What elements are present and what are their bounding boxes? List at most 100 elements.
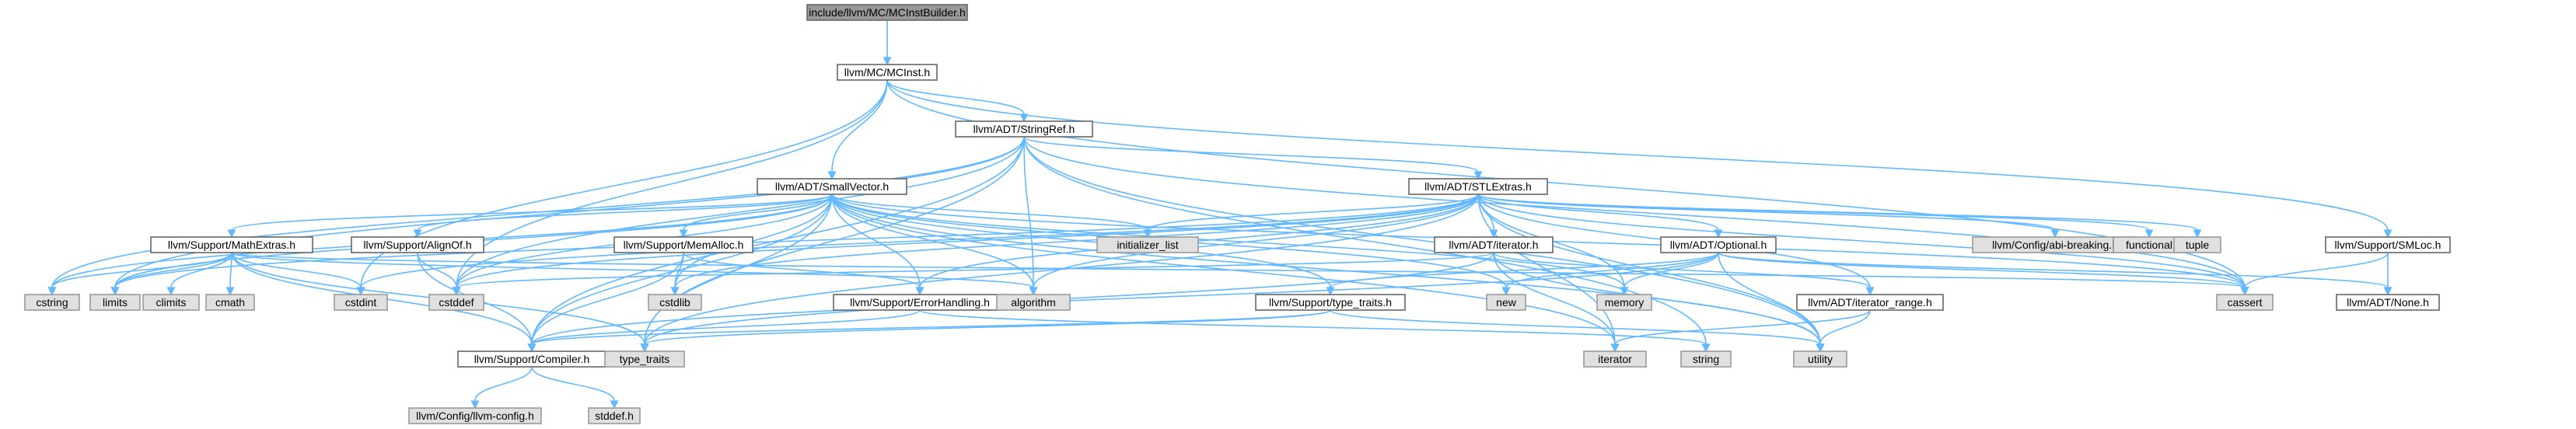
node-box (837, 64, 938, 81)
edge-smallvector-to-initializer_list (831, 194, 1152, 239)
node-memalloc[interactable]: llvm/Support/MemAlloc.h (613, 236, 753, 253)
node-mathextras[interactable]: llvm/Support/MathExtras.h (150, 236, 313, 253)
node-label: limits (103, 296, 128, 309)
node-box (2173, 236, 2221, 253)
node-typetraits_h[interactable]: llvm/Support/type_traits.h (1255, 294, 1406, 311)
edge-stringref-to-algorithm (1023, 136, 1038, 296)
edge-stlextras-to-tuple (1477, 194, 2202, 239)
node-box (1680, 351, 1732, 368)
node-box (1408, 178, 1548, 195)
node-label: llvm/Support/type_traits.h (1269, 296, 1392, 309)
node-label: llvm/Support/MemAlloc.h (624, 239, 744, 251)
nodes-layer: include/llvm/MC/MCInstBuilder.h llvm/MC/M… (24, 4, 2451, 424)
node-cstdint: cstdint (334, 294, 388, 311)
node-label: llvm/Support/Compiler.h (474, 353, 590, 365)
edge-smallvector-to-mathextras (227, 194, 833, 239)
node-alignof[interactable]: llvm/Support/AlignOf.h (351, 236, 484, 253)
node-cstddef: cstddef (428, 294, 484, 311)
node-box (24, 294, 80, 311)
node-compiler[interactable]: llvm/Support/Compiler.h (457, 351, 606, 368)
edge-mathextras-to-cstring (47, 252, 232, 296)
node-algorithm: algorithm (996, 294, 1071, 311)
arrowhead-icon (413, 229, 422, 239)
arrowhead-icon (1816, 344, 1825, 353)
node-label: llvm/Config/abi-breaking.h (1992, 239, 2118, 251)
node-utility: utility (1793, 351, 1847, 368)
node-box (428, 294, 484, 311)
node-cstring: cstring (24, 294, 80, 311)
edge-optional-to-memory (1620, 252, 1719, 296)
edge-typetraits_h-to-type_traits (640, 309, 1331, 353)
edge-compiler-to-stddef (531, 366, 619, 410)
node-label: cassert (2227, 296, 2262, 309)
node-smallvector[interactable]: llvm/ADT/SmallVector.h (757, 178, 907, 195)
arrowhead-icon (2383, 229, 2392, 239)
node-box (2216, 294, 2274, 311)
node-none[interactable]: llvm/ADT/None.h (2336, 294, 2440, 311)
node-label: utility (1808, 353, 1833, 365)
node-box (1583, 351, 1647, 368)
node-label: llvm/ADT/StringRef.h (973, 123, 1075, 135)
node-llvmconfig: llvm/Config/llvm-config.h (408, 407, 542, 424)
edge-smallvector-to-alignof (413, 194, 833, 239)
node-box (408, 407, 542, 424)
edge-stringref-to-stlextras (1023, 136, 1483, 180)
arrowhead-icon (1326, 287, 1335, 296)
arrowhead-icon (470, 400, 480, 410)
arrowhead-icon (915, 287, 924, 296)
node-label: llvm/Support/AlignOf.h (363, 239, 471, 251)
node-label: llvm/Config/llvm-config.h (416, 410, 534, 422)
node-box (1434, 236, 1554, 253)
node-box (142, 294, 200, 311)
node-label: llvm/ADT/iterator.h (1449, 239, 1538, 251)
node-iterator_range[interactable]: llvm/ADT/iterator_range.h (1796, 294, 1944, 311)
node-box (1793, 351, 1847, 368)
node-label: cstring (36, 296, 68, 309)
node-memory: memory (1596, 294, 1652, 311)
arrowhead-icon (47, 287, 57, 296)
node-box (89, 294, 141, 311)
node-abibreaking: llvm/Config/abi-breaking.h (1972, 236, 2138, 253)
node-box (1096, 236, 1199, 253)
edge-optional-to-typetraits_h (1326, 252, 1719, 296)
edge-iterator_range-to-utility (1816, 309, 1871, 353)
node-stddef: stddef.h (588, 407, 641, 424)
node-iterator_h[interactable]: llvm/ADT/iterator.h (1434, 236, 1554, 253)
edge-errorhandling-to-string (919, 309, 1711, 353)
arrowhead-icon (1610, 344, 1620, 353)
edge-optional-to-new (1501, 252, 1719, 296)
node-label: tuple (2186, 239, 2210, 251)
node-box (1660, 236, 1777, 253)
edge-typetraits_h-to-utility (1330, 309, 1825, 353)
edge-mathextras-to-limits (110, 252, 232, 296)
edge-mathextras-to-algorithm (231, 252, 1038, 296)
edge-compiler-to-llvmconfig (470, 366, 533, 410)
node-mcinst[interactable]: llvm/MC/MCInst.h (837, 64, 938, 81)
node-initializer_list: initializer_list (1096, 236, 1199, 253)
arrowhead-icon (166, 287, 176, 296)
node-optional[interactable]: llvm/ADT/Optional.h (1660, 236, 1777, 253)
node-cmath: cmath (205, 294, 255, 311)
arrowhead-icon (2240, 287, 2249, 296)
node-stringref[interactable]: llvm/ADT/StringRef.h (955, 120, 1093, 138)
node-label: llvm/ADT/None.h (2347, 296, 2429, 309)
node-label: include/llvm/MC/MCInstBuilder.h (809, 6, 966, 19)
edge-stlextras-to-initializer_list (1143, 194, 1479, 239)
node-cassert: cassert (2216, 294, 2274, 311)
node-climits: climits (142, 294, 200, 311)
arrowhead-icon (1019, 113, 1029, 123)
arrowhead-icon (527, 344, 537, 353)
edge-memalloc-to-errorhandling (683, 252, 924, 296)
node-smloc[interactable]: llvm/Support/SMLoc.h (2325, 236, 2451, 253)
arrowhead-icon (640, 344, 649, 353)
node-label: functional (2126, 239, 2172, 251)
arrowhead-icon (2383, 287, 2392, 296)
node-label: llvm/MC/MCInst.h (844, 66, 930, 78)
edge-optional-to-none (1718, 252, 2392, 296)
arrowhead-icon (227, 229, 236, 239)
node-stlextras[interactable]: llvm/ADT/STLExtras.h (1408, 178, 1548, 195)
arrowhead-icon (679, 229, 688, 239)
node-label: cmath (215, 296, 245, 309)
node-label: llvm/ADT/iterator_range.h (1808, 296, 1932, 309)
node-errorhandling[interactable]: llvm/Support/ErrorHandling.h (833, 294, 1007, 311)
